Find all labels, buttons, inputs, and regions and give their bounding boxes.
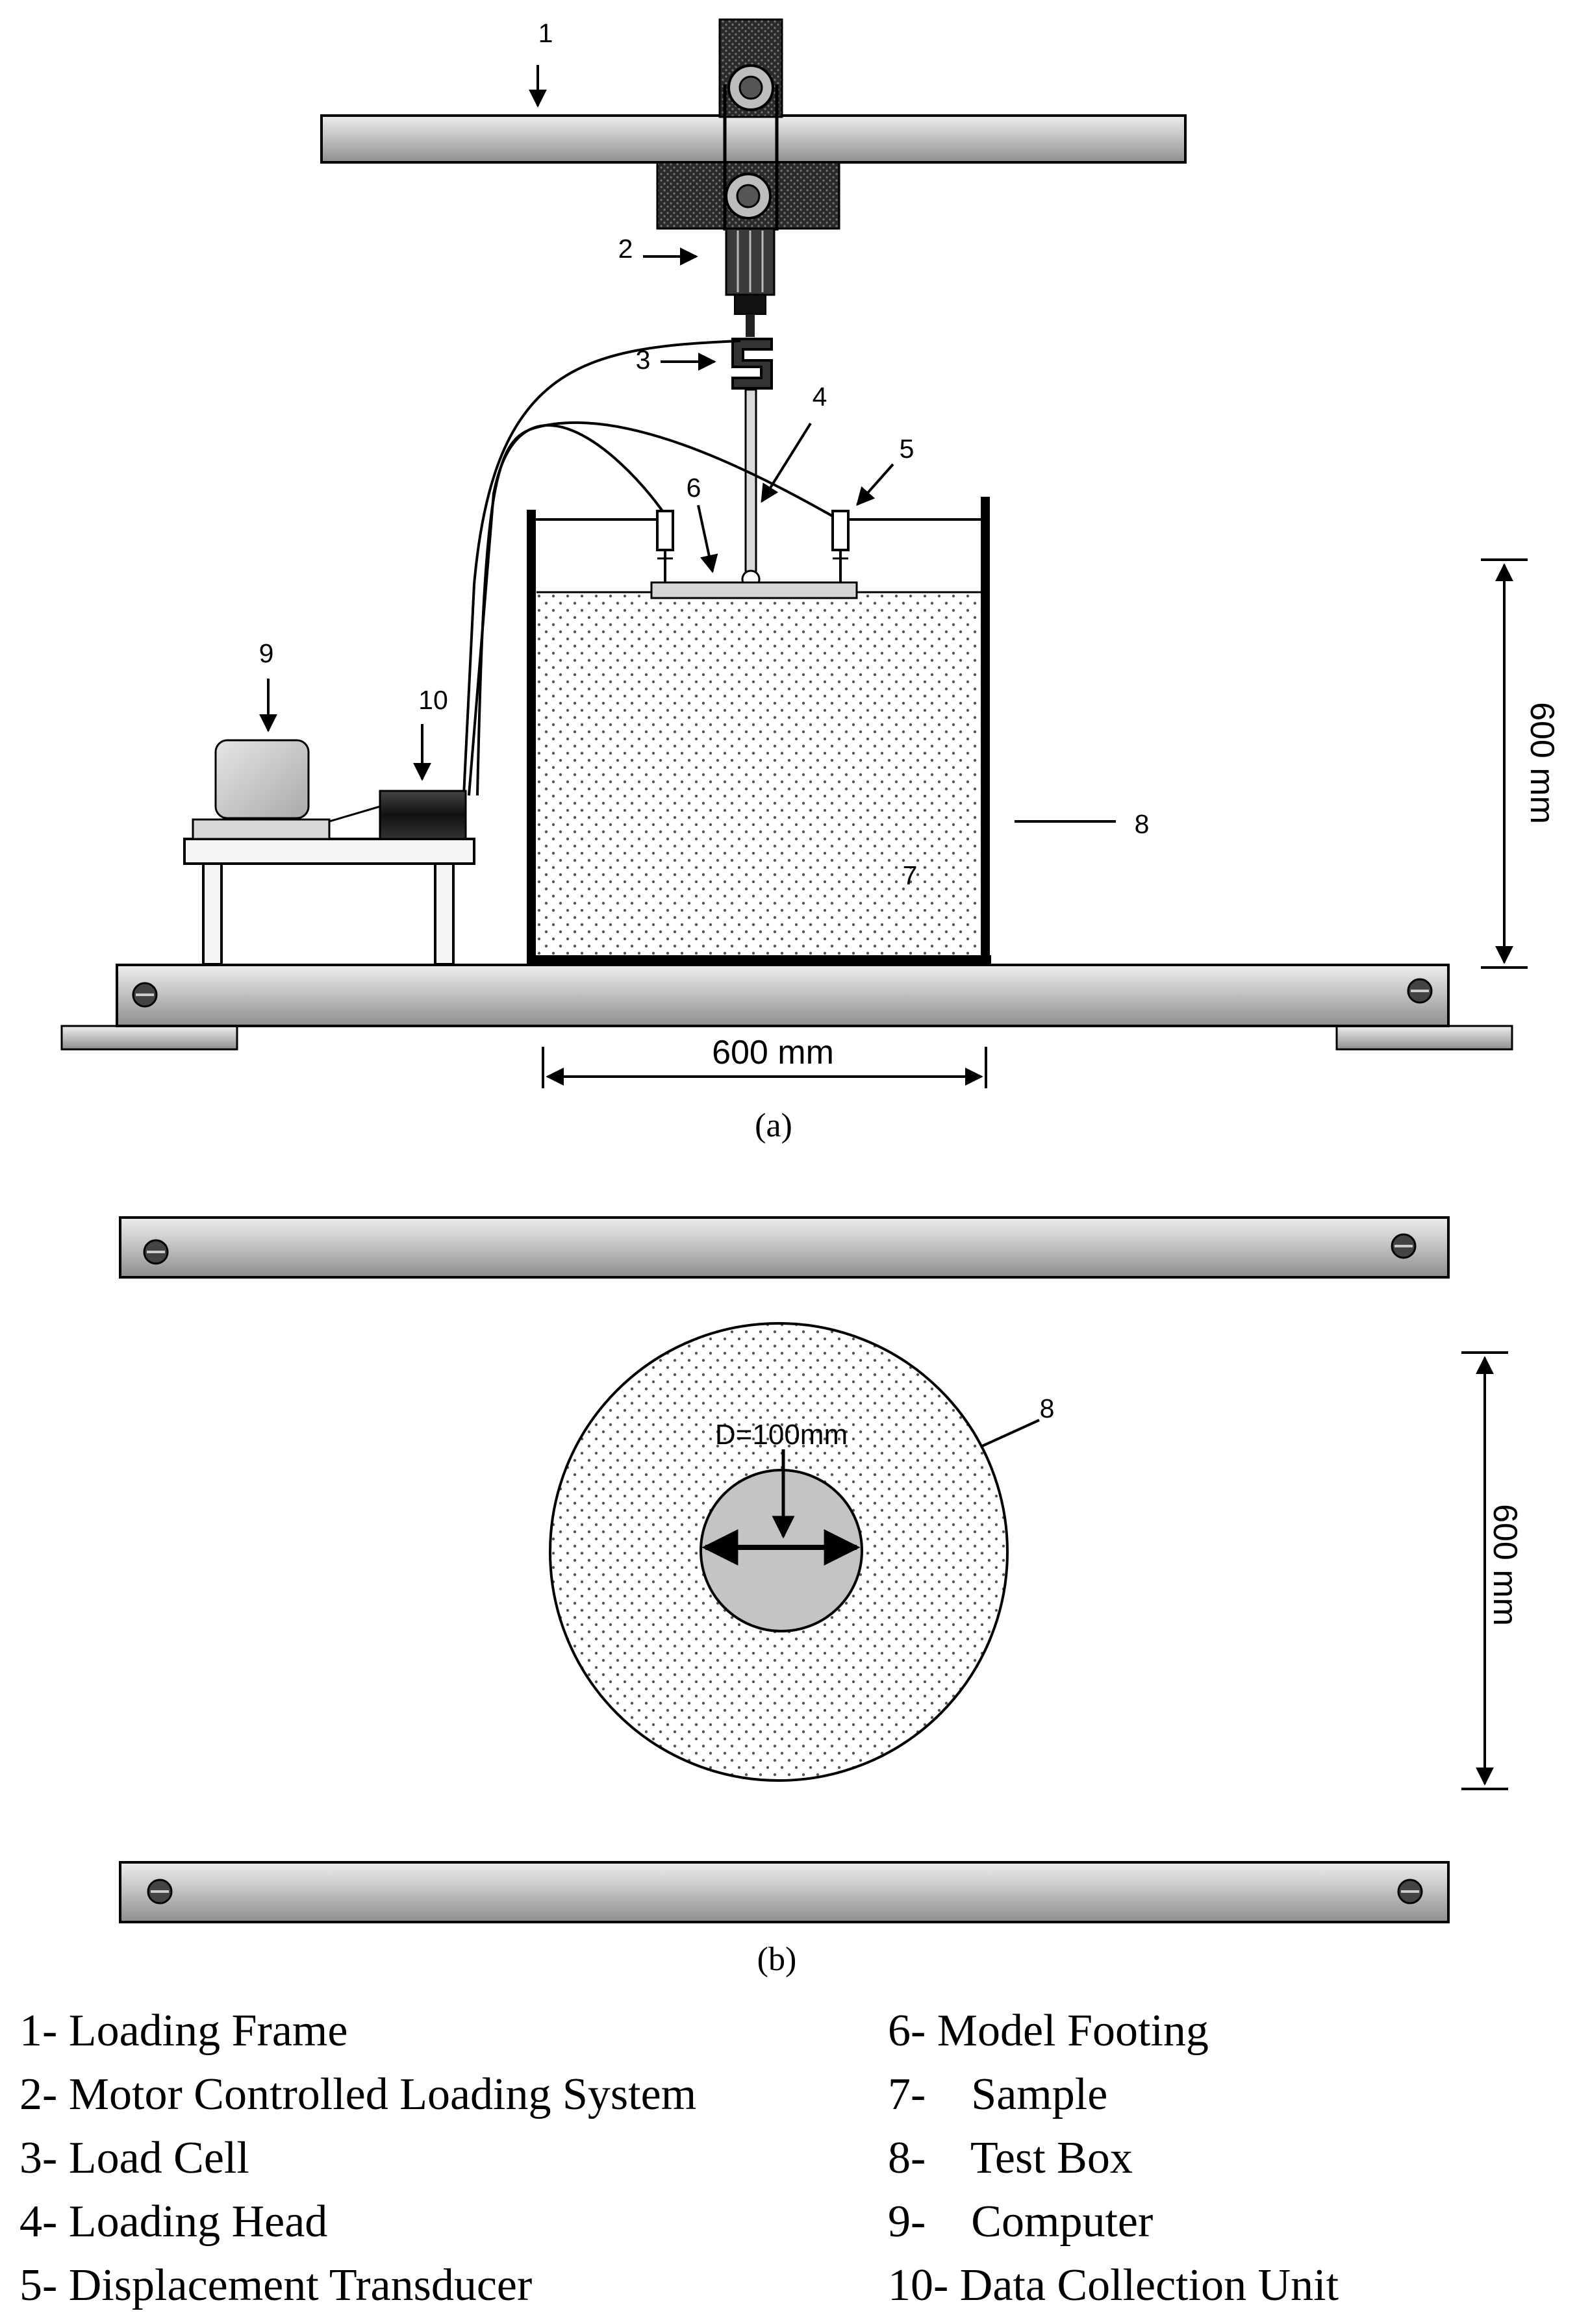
callout-8-plan: 8	[1040, 1393, 1055, 1423]
legend-item-10: 10- Data Collection Unit	[888, 2260, 1339, 2310]
screw-icon	[132, 982, 158, 1008]
model-footing-plan	[700, 1469, 863, 1632]
callout-1: 1	[538, 18, 553, 48]
callout-4: 4	[813, 382, 827, 412]
legend-item-2: 2- Motor Controlled Loading System	[19, 2069, 696, 2119]
bottom-rail	[119, 1861, 1450, 1923]
caption-b: (b)	[757, 1941, 797, 1978]
dimension-height-b: 600 mm	[1486, 1504, 1524, 1626]
legend-item-6: 6- Model Footing	[888, 2006, 1209, 2056]
callout-5: 5	[900, 434, 915, 464]
legend-item-9: 9- Computer	[888, 2197, 1153, 2247]
caption-a: (a)	[755, 1107, 792, 1144]
legend-item-7: 7- Sample	[888, 2069, 1107, 2119]
screw-icon	[147, 1879, 173, 1905]
sample-sand	[536, 592, 981, 956]
screw-icon	[1407, 978, 1433, 1004]
dimension-height-a: 600 mm	[1523, 702, 1561, 824]
callout-2: 2	[618, 234, 633, 264]
legend-item-3: 3- Load Cell	[19, 2133, 249, 2183]
arrow-icon	[856, 463, 894, 506]
screw-icon	[1397, 1879, 1423, 1905]
loading-frame-beam	[320, 114, 1187, 164]
top-rail	[119, 1216, 1450, 1279]
callout-10: 10	[418, 685, 448, 715]
load-cell-icon	[731, 338, 773, 390]
arrow-icon	[697, 505, 718, 573]
legend-item-5: 5- Displacement Transducer	[19, 2260, 532, 2310]
callout-9: 9	[259, 638, 274, 668]
model-footing	[650, 581, 858, 599]
arrow-icon	[761, 422, 812, 503]
callout-3: 3	[636, 345, 651, 375]
callout-8: 8	[1135, 809, 1150, 839]
screw-icon	[1391, 1233, 1417, 1259]
motor-loading-system	[656, 18, 840, 337]
figure-b: 8 D=100mm 600 mm (b)	[119, 1216, 1524, 1978]
transducer-icon	[656, 510, 674, 582]
dimension-width-a: 600 mm	[712, 1034, 834, 1071]
legend-item-1: 1- Loading Frame	[19, 2006, 347, 2056]
legend-item-8: 8- Test Box	[888, 2133, 1133, 2183]
data-collection-unit	[379, 790, 467, 840]
base-plate	[60, 964, 1513, 1051]
callout-7: 7	[903, 860, 918, 890]
pulley-icon	[727, 64, 774, 111]
legend-item-4: 4- Loading Head	[19, 2197, 327, 2247]
loading-head-rod	[744, 388, 757, 576]
monitor-icon	[214, 739, 310, 819]
screw-icon	[143, 1239, 169, 1265]
signal-cables	[462, 340, 833, 796]
figure-a: 1 2 3 4 5 6 7 8 9 10 600 mm 600 mm (a)	[60, 18, 1561, 1144]
test-box	[527, 497, 991, 964]
legend: 1- Loading Frame 2- Motor Controlled Loa…	[19, 2006, 1339, 2310]
computer	[192, 739, 331, 840]
footing-diameter-label: D=100mm	[715, 1419, 848, 1451]
pulley-icon	[725, 173, 772, 219]
callout-6: 6	[687, 473, 701, 503]
computer-table	[183, 838, 475, 966]
transducer-icon	[831, 510, 850, 582]
